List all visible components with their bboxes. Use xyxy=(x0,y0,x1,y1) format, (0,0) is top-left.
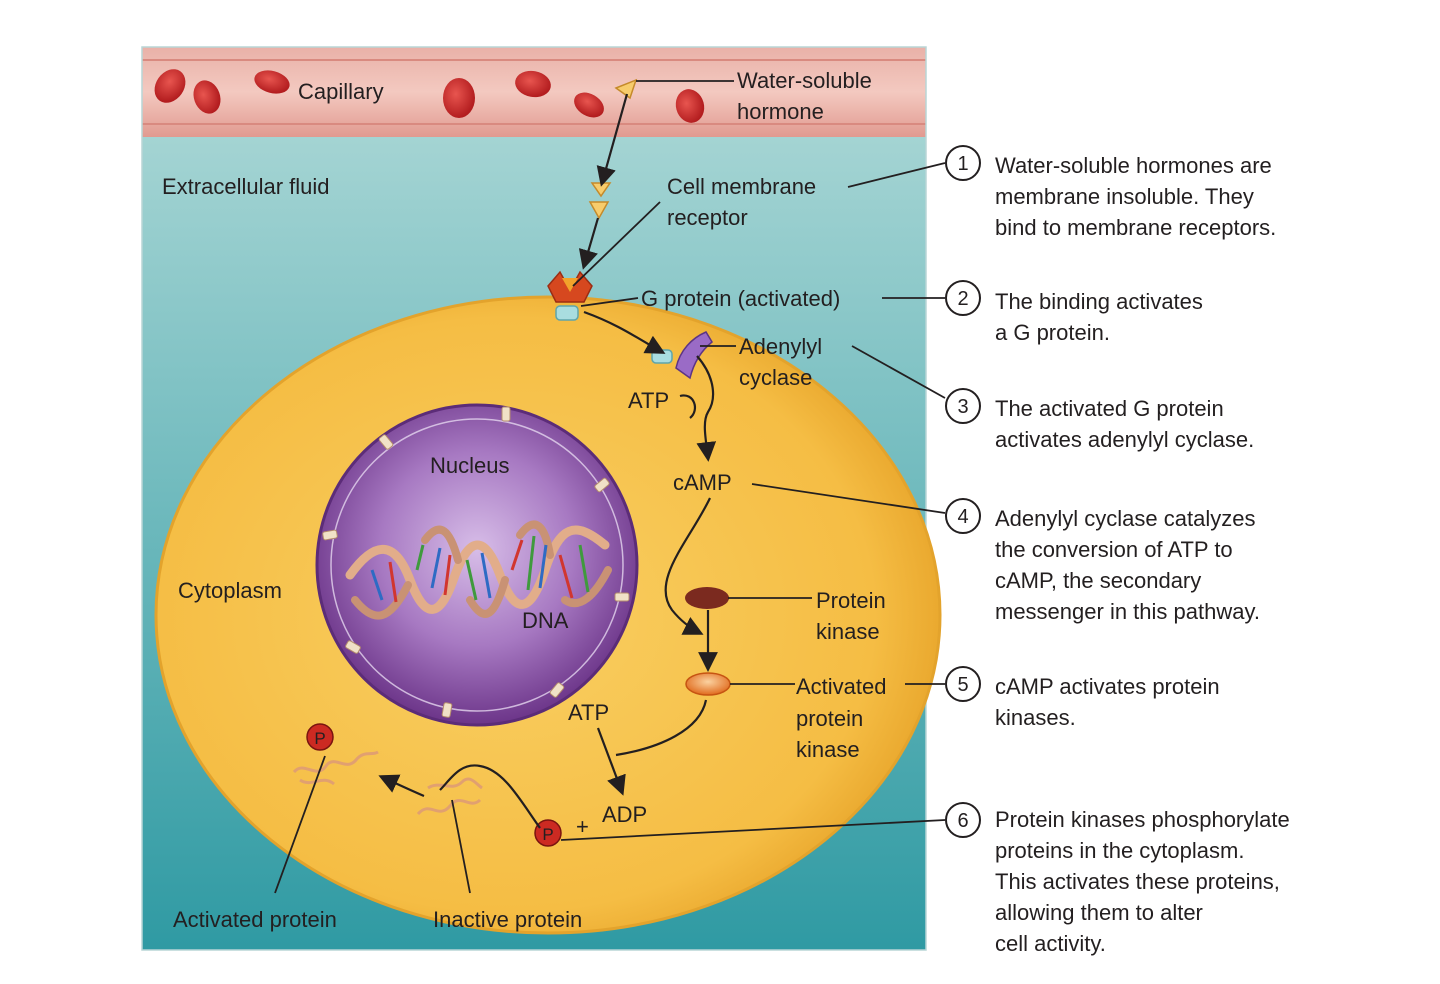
activated-protein-label: Activated protein xyxy=(173,907,337,932)
step-6-line-4: allowing them to alter xyxy=(995,900,1203,925)
step-5-line-2: kinases. xyxy=(995,705,1076,730)
red-blood-cells xyxy=(154,69,705,123)
step-2-number: 2 xyxy=(957,288,968,310)
step-3-marker xyxy=(945,388,981,424)
inactive-protein-label: Inactive protein xyxy=(433,907,582,932)
step-1-number: 1 xyxy=(957,153,968,175)
step-6-line-5: cell activity. xyxy=(995,931,1106,956)
inactive-protein-icon xyxy=(416,777,483,816)
leader-lines xyxy=(274,80,946,894)
activated-protein-kinase-icon xyxy=(685,672,731,696)
dna-helix-icon xyxy=(345,520,612,620)
phosphate-icon-left: P xyxy=(306,723,334,751)
step-1-text: Water-soluble hormones are membrane inso… xyxy=(995,150,1415,243)
step-1-line-2: membrane insoluble. They xyxy=(995,184,1254,209)
activated-protein-icon xyxy=(292,750,379,774)
nucleus-label: Nucleus xyxy=(430,453,509,478)
hormone-label-line1: Water-soluble xyxy=(737,68,872,93)
protein-kinase-label-line2: kinase xyxy=(816,619,880,644)
camp-label: cAMP xyxy=(673,470,732,495)
extracellular-fluid-label: Extracellular fluid xyxy=(162,174,330,199)
step-6-marker xyxy=(945,802,981,838)
step-markers xyxy=(945,145,981,838)
step-1-line-1: Water-soluble hormones are xyxy=(995,153,1272,178)
phosphate-icon-right: P xyxy=(534,819,562,847)
step-5-text: cAMP activates protein kinases. xyxy=(995,671,1415,733)
nucleus xyxy=(315,403,639,727)
pathway-arrows xyxy=(378,93,718,829)
adenylyl-cyclase-icon xyxy=(675,331,713,380)
step-4-line-3: cAMP, the secondary xyxy=(995,568,1202,593)
adp-label: ADP xyxy=(602,802,647,827)
step-1-line-3: bind to membrane receptors. xyxy=(995,215,1277,240)
step-4-text: Adenylyl cyclase catalyzes the conversio… xyxy=(995,503,1415,627)
dna-label: DNA xyxy=(522,608,569,633)
step-6-number: 6 xyxy=(957,810,968,832)
step-4-line-1: Adenylyl cyclase catalyzes xyxy=(995,506,1256,531)
step-6-line-1: Protein kinases phosphorylate xyxy=(995,807,1290,832)
activated-kinase-label-line3: kinase xyxy=(796,737,860,762)
step-3-line-1: The activated G protein xyxy=(995,396,1224,421)
step-4-line-4: messenger in this pathway. xyxy=(995,599,1260,624)
adenylyl-cyclase-label-line1: Adenylyl xyxy=(739,334,822,359)
cytoplasm-label: Cytoplasm xyxy=(178,578,282,603)
activated-kinase-label-line2: protein xyxy=(796,706,863,731)
protein-kinase-label-line1: Protein xyxy=(816,588,886,613)
step-4-line-2: the conversion of ATP to xyxy=(995,537,1233,562)
receptor-label-line1: Cell membrane xyxy=(667,174,816,199)
g-protein-icon xyxy=(555,305,579,321)
step-1-marker xyxy=(945,145,981,181)
step-2-marker xyxy=(945,280,981,316)
step-3-line-2: activates adenylyl cyclase. xyxy=(995,427,1255,452)
nuclear-pores xyxy=(322,406,630,718)
atp-top-label: ATP xyxy=(628,388,669,413)
step-2-line-2: a G protein. xyxy=(995,320,1110,345)
svg-text:P: P xyxy=(542,825,553,844)
step-2-text: The binding activates a G protein. xyxy=(995,286,1415,348)
capillary-label: Capillary xyxy=(298,79,384,104)
step-6-line-2: proteins in the cytoplasm. xyxy=(995,838,1245,863)
svg-text:P: P xyxy=(314,729,325,748)
plus-label: + xyxy=(576,814,589,839)
step-6-text: Protein kinases phosphorylate proteins i… xyxy=(995,804,1415,959)
atp-bottom-label: ATP xyxy=(568,700,609,725)
step-4-marker xyxy=(945,498,981,534)
adenylyl-cyclase-label-line2: cyclase xyxy=(739,365,812,390)
receptor-label-line2: receptor xyxy=(667,205,748,230)
step-3-number: 3 xyxy=(957,396,968,418)
step-6-line-3: This activates these proteins, xyxy=(995,869,1280,894)
step-5-marker xyxy=(945,666,981,702)
protein-kinase-icon xyxy=(685,587,729,609)
step-5-line-1: cAMP activates protein xyxy=(995,674,1220,699)
activated-kinase-label-line1: Activated xyxy=(796,674,887,699)
step-4-number: 4 xyxy=(957,506,968,528)
step-2-line-1: The binding activates xyxy=(995,289,1203,314)
g-protein-label: G protein (activated) xyxy=(641,286,840,311)
step-5-number: 5 xyxy=(957,674,968,696)
step-3-text: The activated G protein activates adenyl… xyxy=(995,393,1415,455)
hormone-label-line2: hormone xyxy=(737,99,824,124)
